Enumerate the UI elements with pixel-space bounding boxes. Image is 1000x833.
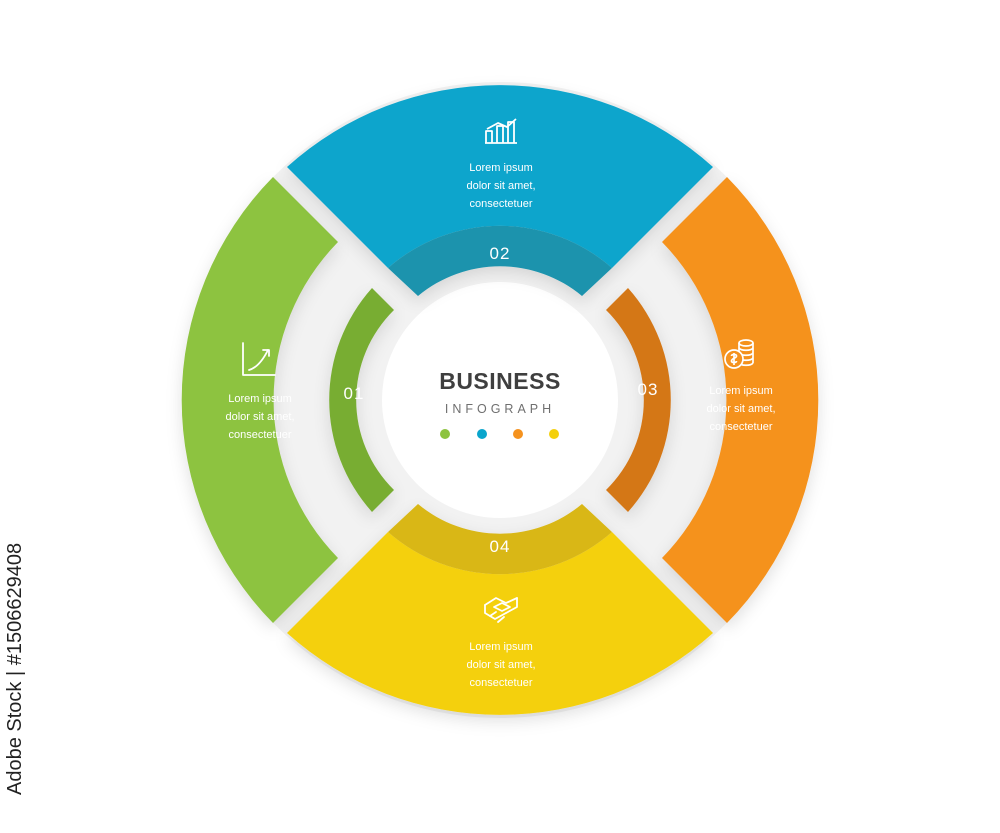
- segment-04-text: Lorem ipsum dolor sit amet, consectetuer: [421, 638, 581, 692]
- orange-dot: [513, 429, 523, 439]
- segment-03-text-line: Lorem ipsum: [709, 385, 773, 397]
- segment-01-text-line: Lorem ipsum: [228, 393, 292, 405]
- center-title: BUSINESS: [439, 368, 561, 394]
- segment-03-text-line: dolor sit amet,: [706, 403, 776, 415]
- segment-03-number: 03: [637, 380, 659, 399]
- bar-chart-icon: [485, 118, 517, 144]
- segment-04-outer: [287, 532, 713, 715]
- segment-04-number: 04: [489, 537, 511, 556]
- segment-01-number: 01: [343, 384, 365, 403]
- segment-01-text-line: dolor sit amet,: [225, 411, 295, 423]
- segment-02-inner: [388, 225, 612, 296]
- segment-02-outer: [287, 85, 713, 268]
- segment-03-outer: [662, 177, 819, 623]
- segment-01-outer: [181, 177, 338, 623]
- segment-02-text: Lorem ipsum dolor sit amet, consectetuer: [421, 159, 581, 213]
- center-disc: [382, 282, 618, 518]
- blue-dot: [477, 429, 487, 439]
- segment-04: [287, 504, 713, 715]
- segment-02-number: 02: [489, 244, 511, 263]
- center-subtitle: INFOGRAPH: [444, 402, 556, 416]
- growth-chart-icon: [242, 342, 276, 376]
- coins-icon: [724, 339, 754, 369]
- segment-03: [606, 177, 819, 623]
- segment-03-inner: [606, 288, 671, 512]
- segment-03-text-line: consectetuer: [709, 421, 773, 433]
- segment-02-text-line: Lorem ipsum: [469, 162, 533, 174]
- segment-01-text-line: consectetuer: [228, 429, 292, 441]
- stock-credit: Adobe Stock | #1506629408: [4, 542, 26, 795]
- segment-01-text: Lorem ipsum dolor sit amet, consectetuer: [180, 390, 340, 444]
- segment-01-inner: [329, 288, 394, 512]
- segment-03-text: Lorem ipsum dolor sit amet, consectetuer: [661, 382, 821, 436]
- green-dot: [440, 429, 450, 439]
- segment-04-text-line: Lorem ipsum: [469, 641, 533, 653]
- segment-04-text-line: consectetuer: [469, 677, 533, 689]
- segment-01: [181, 177, 394, 623]
- segment-04-inner: [388, 504, 612, 575]
- segment-04-text-line: dolor sit amet,: [466, 659, 536, 671]
- segment-02: [287, 85, 713, 296]
- yellow-dot: [549, 429, 559, 439]
- handshake-icon: [484, 597, 518, 623]
- segment-02-text-line: dolor sit amet,: [466, 180, 536, 192]
- segment-02-text-line: consectetuer: [469, 198, 533, 210]
